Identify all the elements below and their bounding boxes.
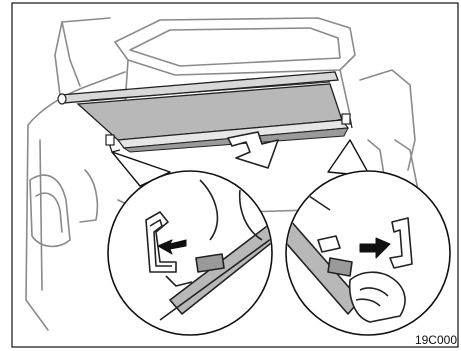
figure-code: 19C000	[415, 334, 457, 346]
